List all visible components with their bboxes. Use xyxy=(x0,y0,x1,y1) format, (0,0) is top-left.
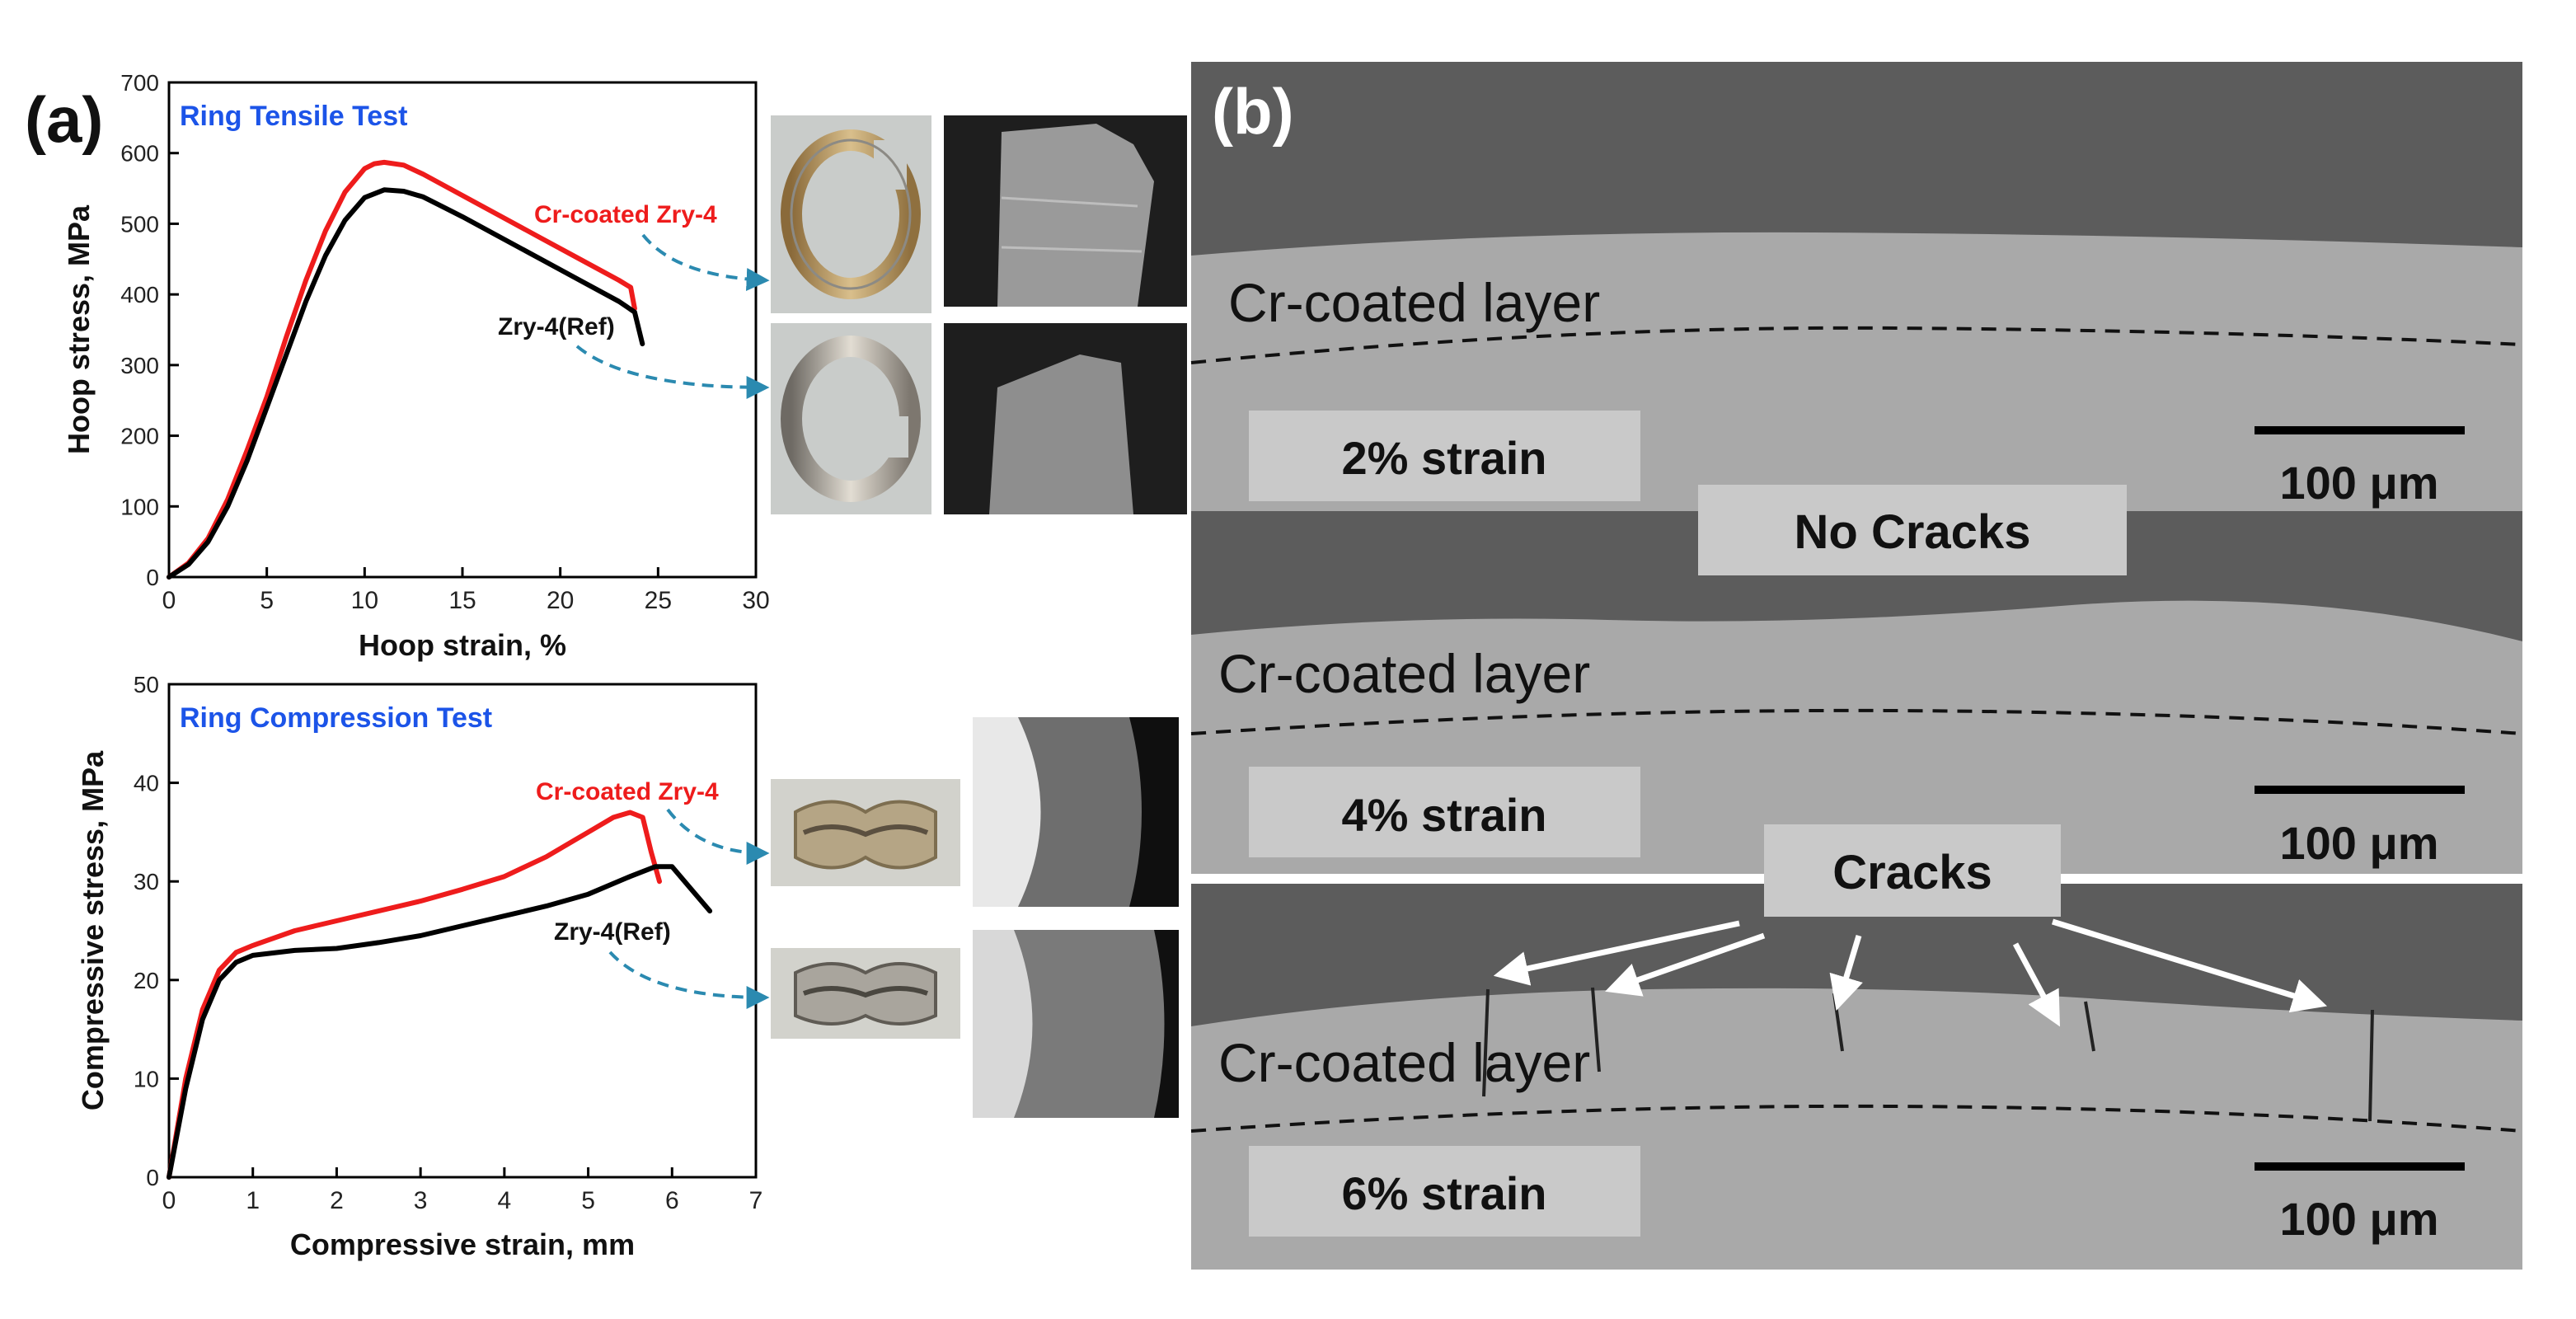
tensile-ytick-label: 400 xyxy=(120,282,159,307)
tensile-series-line-cr-coated xyxy=(167,159,637,580)
compression-leader-ref xyxy=(608,951,770,1009)
compression-xtick-label: 3 xyxy=(414,1187,428,1214)
tensile-plot-frame xyxy=(167,81,758,579)
panel-b-label: (b) xyxy=(1212,75,1294,148)
sem-frame-2pct: Cr-coated layer 2% strain 100 μm xyxy=(1190,62,2523,511)
tensile-leader-ref xyxy=(575,345,770,399)
tensile-xtick-label: 30 xyxy=(742,587,769,614)
compression-ticks: 0 1 2 3 4 5 6 7 0 10 20 30 40 50 xyxy=(134,672,763,1214)
compression-ytick-label: 40 xyxy=(134,771,159,796)
tensile-annotation-ref: Zry-4(Ref) xyxy=(498,313,615,340)
tensile-xtick-label: 25 xyxy=(645,587,672,614)
compression-leader-coated xyxy=(666,808,770,865)
scale-bar-label-3: 100 μm xyxy=(2279,1193,2438,1245)
compression-xtick-label: 7 xyxy=(749,1187,763,1214)
tensile-xlabel: Hoop strain, % xyxy=(359,628,566,662)
tensile-ytick-label: 700 xyxy=(120,70,159,96)
tensile-ytick-label: 500 xyxy=(120,211,159,237)
tensile-xtick-label: 0 xyxy=(162,587,176,614)
compression-ref-ring-photo xyxy=(771,948,960,1039)
compression-ref-cross-section-sem xyxy=(973,930,1179,1118)
tensile-ref-fracture-sem xyxy=(944,323,1187,514)
scale-bar-label-2: 100 μm xyxy=(2279,817,2438,869)
sem-frame-6pct: Cr-coated layer 6% strain 100 μm xyxy=(1190,884,2523,1270)
compression-series-line-ref xyxy=(167,864,713,1180)
strain-label-1: 2% strain xyxy=(1342,432,1547,484)
compression-annotation-ref: Zry-4(Ref) xyxy=(554,918,671,946)
scale-bar-label-1: 100 μm xyxy=(2279,457,2438,509)
compression-xtick-label: 0 xyxy=(162,1187,176,1214)
compression-xtick-label: 5 xyxy=(581,1187,595,1214)
tensile-series-line-ref xyxy=(167,187,645,580)
layer-label-2: Cr-coated layer xyxy=(1218,643,1590,704)
compression-xtick-label: 1 xyxy=(246,1187,260,1214)
tensile-ref-ring-photo xyxy=(771,323,931,514)
tensile-ytick-label: 0 xyxy=(146,565,159,590)
compression-coated-cross-section-sem xyxy=(973,717,1179,907)
compression-plot-frame xyxy=(167,683,758,1179)
no-cracks-label-box: No Cracks xyxy=(1698,485,2127,575)
tensile-ytick-label: 200 xyxy=(120,424,159,449)
panel-b: Cr-coated layer 2% strain 100 μm Cr-coat… xyxy=(1190,62,2523,1270)
compression-ytick-label: 50 xyxy=(134,672,159,697)
tensile-ylabel: Hoop stress, MPa xyxy=(62,204,96,454)
cracks-label-box: Cracks xyxy=(1764,824,2061,917)
tensile-xtick-label: 5 xyxy=(260,587,274,614)
strain-label-3: 6% strain xyxy=(1342,1167,1547,1219)
tensile-annotation-coated: Cr-coated Zry-4 xyxy=(534,201,717,228)
no-cracks-label: No Cracks xyxy=(1795,505,2031,559)
tensile-xtick-label: 20 xyxy=(547,587,574,614)
strain-label-2: 4% strain xyxy=(1342,789,1547,841)
compression-xtick-label: 4 xyxy=(498,1187,512,1214)
tensile-xtick-label: 15 xyxy=(448,587,476,614)
crack-arrows xyxy=(1493,918,2328,1027)
compression-ylabel: Compressive stress, MPa xyxy=(76,750,110,1110)
compression-ytick-label: 30 xyxy=(134,869,159,894)
tensile-series xyxy=(167,159,645,580)
cracks-label: Cracks xyxy=(1832,846,1992,899)
compression-coated-ring-photo xyxy=(771,779,960,886)
compression-annotation-coated: Cr-coated Zry-4 xyxy=(536,778,719,805)
compression-ytick-label: 20 xyxy=(134,968,159,993)
compression-series xyxy=(167,810,713,1180)
tensile-coated-fracture-sem xyxy=(944,115,1187,307)
compression-title: Ring Compression Test xyxy=(180,702,492,734)
compression-ytick-label: 10 xyxy=(134,1066,159,1091)
compression-xtick-label: 2 xyxy=(330,1187,344,1214)
tensile-ytick-label: 300 xyxy=(120,353,159,378)
compression-xtick-label: 6 xyxy=(665,1187,679,1214)
tensile-ytick-label: 600 xyxy=(120,141,159,167)
layer-label-3: Cr-coated layer xyxy=(1218,1032,1590,1093)
compression-series-line-cr-coated xyxy=(167,810,662,1180)
layer-label-1: Cr-coated layer xyxy=(1228,272,1600,333)
tensile-title: Ring Tensile Test xyxy=(180,101,407,132)
compression-ytick-label: 0 xyxy=(146,1165,159,1190)
tensile-ytick-label: 100 xyxy=(120,494,159,519)
tensile-leader-coated xyxy=(641,233,770,291)
tensile-coated-ring-photo xyxy=(771,115,931,313)
panel-a-label: (a) xyxy=(25,83,103,156)
compression-xlabel: Compressive strain, mm xyxy=(290,1227,635,1261)
compression-chart: 0 1 2 3 4 5 6 7 0 10 20 30 40 50 Ring Compression Tes… xyxy=(76,672,770,1261)
tensile-xtick-label: 10 xyxy=(351,587,378,614)
